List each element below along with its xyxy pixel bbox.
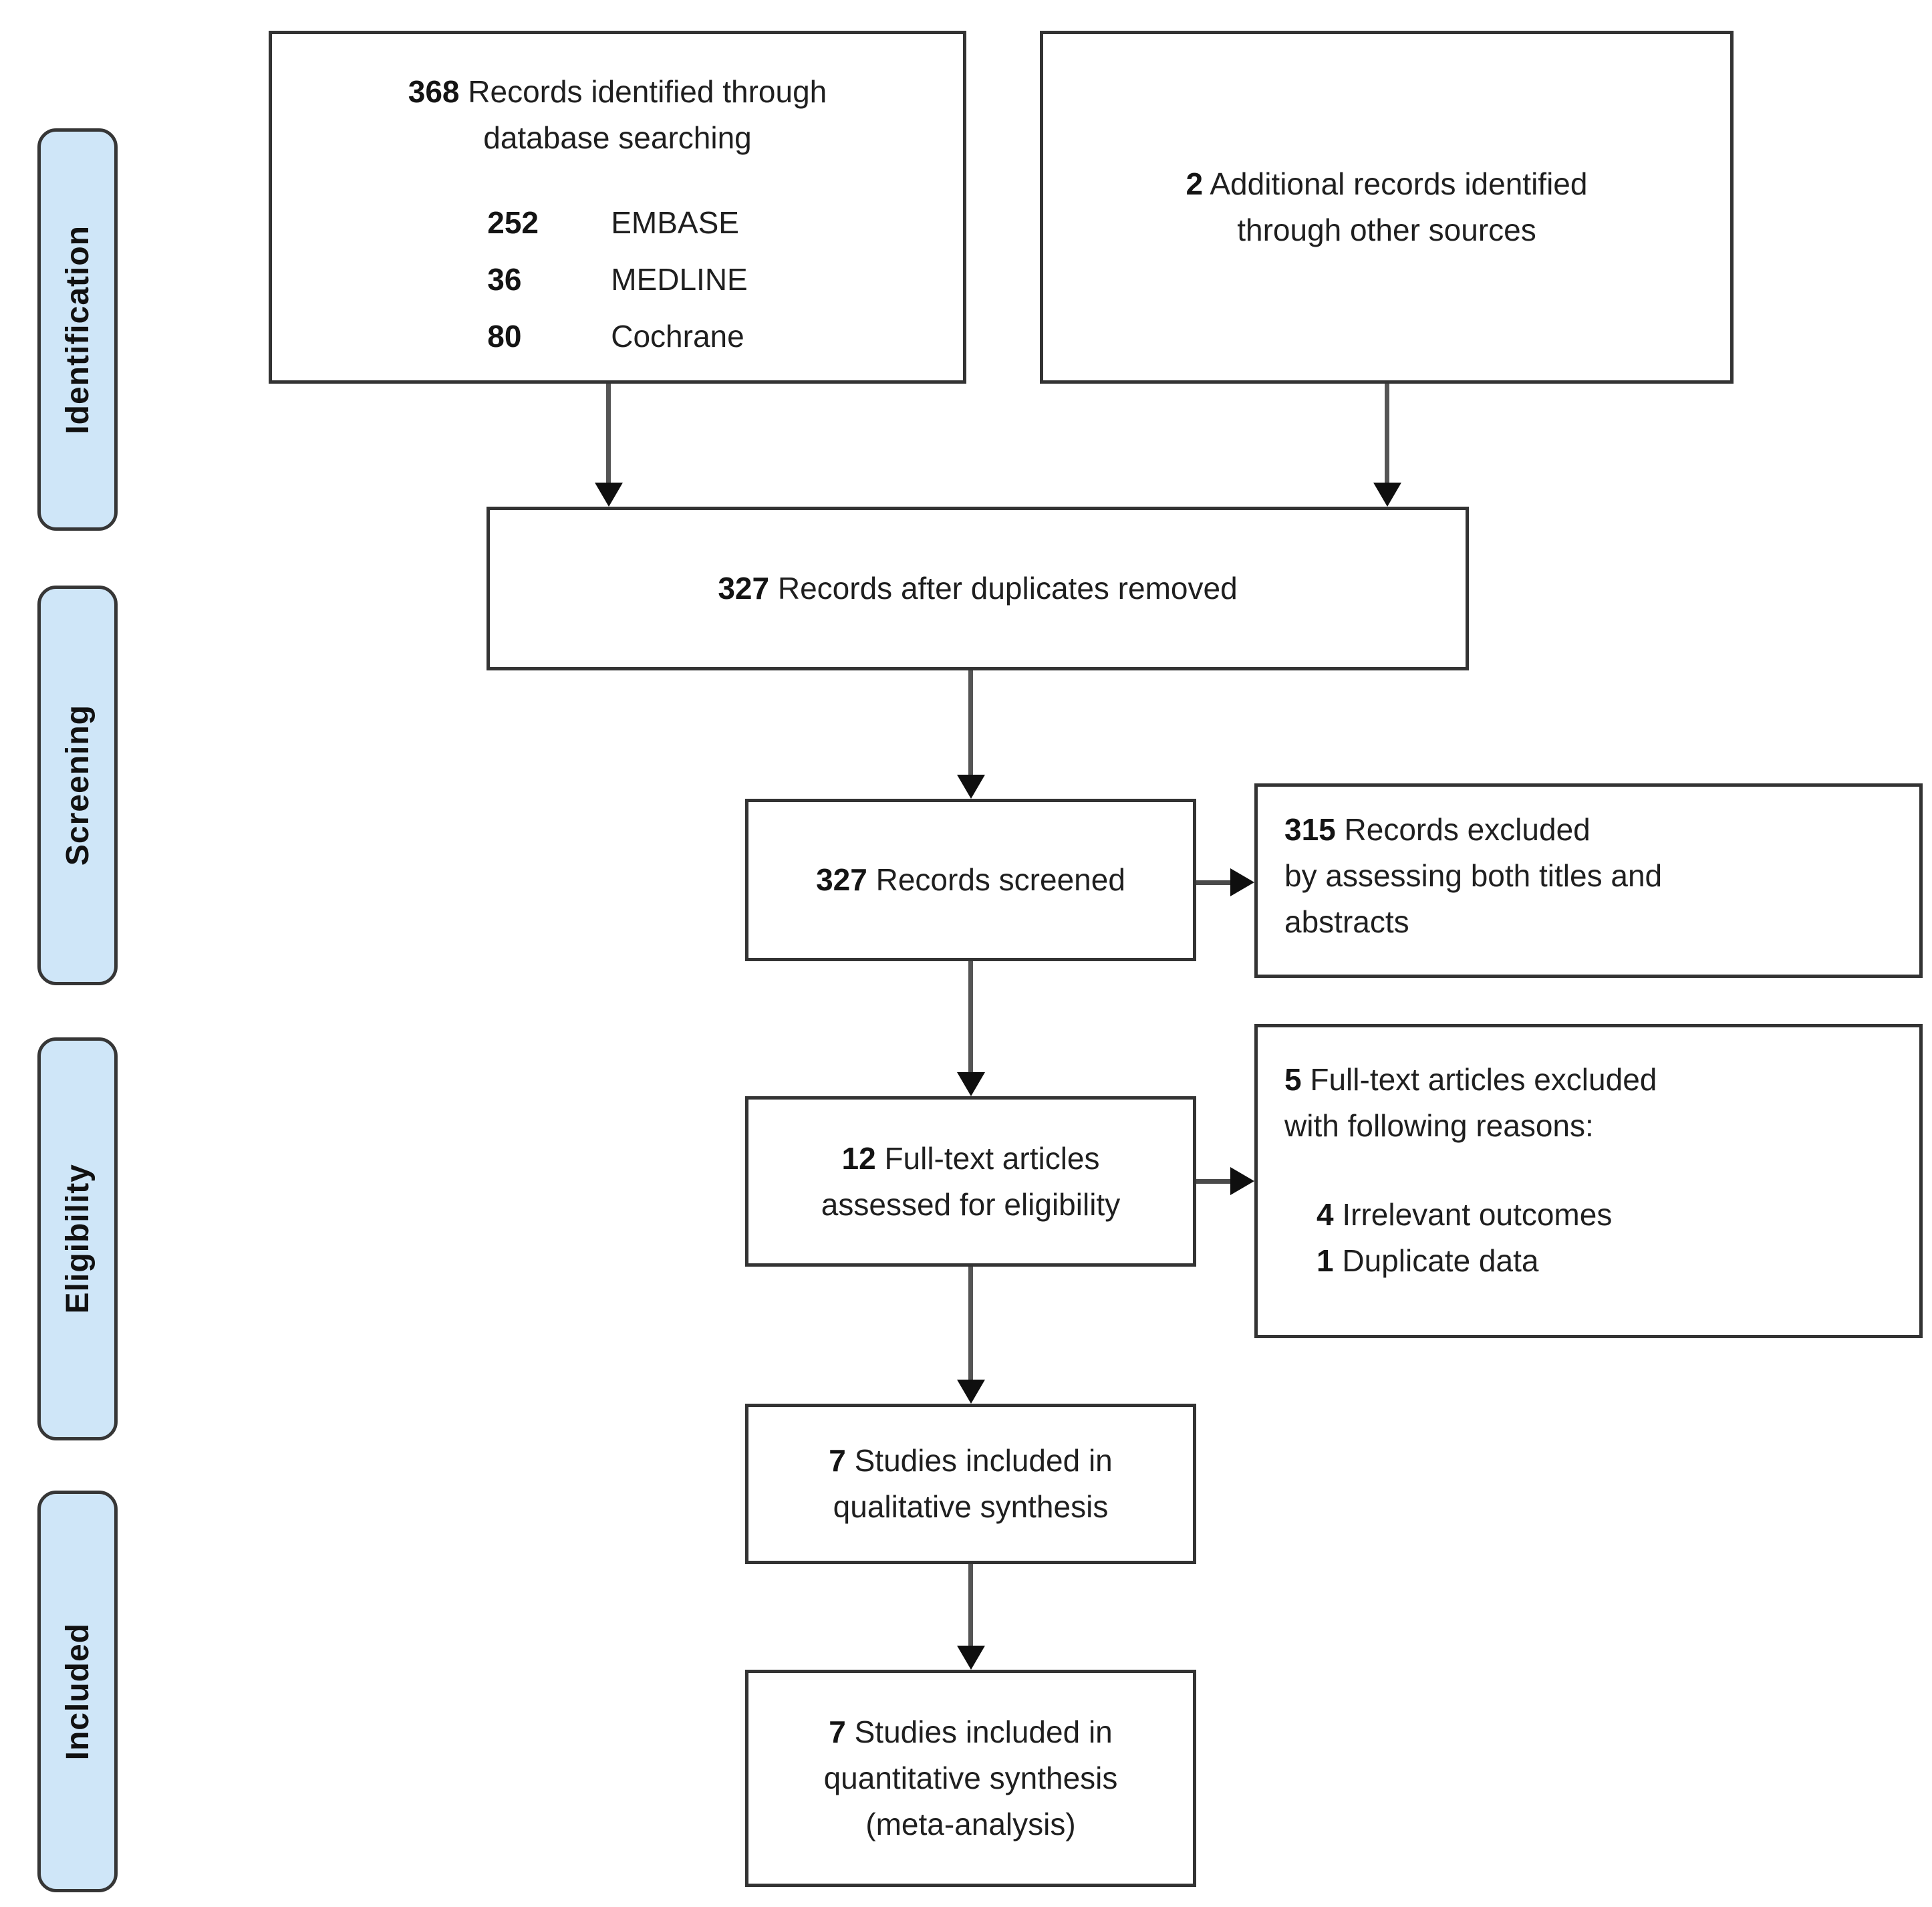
record-count: 315 xyxy=(1284,812,1336,847)
box-qualitative-synthesis: 7 Studies included in qualitative synthe… xyxy=(745,1404,1196,1564)
stage-pill-included: Included xyxy=(37,1491,118,1892)
arrow-screened-to-fulltext-head xyxy=(957,1072,985,1096)
box-additional-records: 2 Additional records identified through … xyxy=(1040,31,1734,384)
box-records-identified: 368 Records identified through database … xyxy=(269,31,966,384)
stage-pill-screening: Screening xyxy=(37,586,118,985)
box-records-screened: 327 Records screened xyxy=(745,799,1196,961)
stage-label-screening: Screening xyxy=(59,705,96,866)
source-name: EMBASE xyxy=(611,205,739,240)
arrow-duplicates-to-screened-shaft xyxy=(968,670,973,775)
record-count: 327 xyxy=(718,571,770,606)
record-count: 7 xyxy=(829,1443,846,1478)
box-records-after-duplicates: 327 Records after duplicates removed xyxy=(487,507,1469,670)
arrow-duplicates-to-screened-head xyxy=(957,775,985,799)
source-count: 252 xyxy=(487,205,539,240)
arrow-fulltext-to-qualitative-head xyxy=(957,1380,985,1404)
box-quantitative-synthesis: 7 Studies included in quantitative synth… xyxy=(745,1670,1196,1887)
database-source-list: 252 EMBASE 36 MEDLINE 80 Cochrane xyxy=(487,200,747,360)
arrow-screened-to-fulltext-shaft xyxy=(968,961,973,1072)
exclusion-reason-list: 4 Irrelevant outcomes 1 Duplicate data xyxy=(1284,1192,1901,1284)
arrow-qualitative-to-quantitative-head xyxy=(957,1646,985,1670)
box-records-excluded: 315 Records excluded by assessing both t… xyxy=(1254,783,1923,978)
box-heading-line2: database searching xyxy=(483,120,752,155)
record-count: 2 xyxy=(1186,166,1204,201)
arrow-additional-to-duplicates-shaft xyxy=(1385,384,1389,483)
stage-label-eligibility: Eligibility xyxy=(59,1164,96,1314)
arrow-screened-to-excluded-head xyxy=(1230,868,1254,896)
arrow-fulltext-to-qualitative-shaft xyxy=(968,1267,973,1380)
stage-pill-eligibility: Eligibility xyxy=(37,1037,118,1440)
source-count: 80 xyxy=(487,319,522,354)
exclusion-reason: 4 Irrelevant outcomes xyxy=(1317,1197,1613,1232)
box-fulltext-excluded: 5 Full-text articles excluded with follo… xyxy=(1254,1024,1923,1338)
arrow-identified-to-duplicates-head xyxy=(595,483,623,507)
arrow-fulltext-to-excluded-head xyxy=(1230,1167,1254,1195)
stage-label-identification: Identification xyxy=(59,225,96,434)
source-name: MEDLINE xyxy=(611,262,748,297)
record-count: 368 xyxy=(408,74,460,109)
source-name: Cochrane xyxy=(611,319,744,354)
record-count: 5 xyxy=(1284,1062,1302,1097)
stage-label-included: Included xyxy=(59,1622,96,1761)
arrow-fulltext-to-excluded-shaft xyxy=(1196,1179,1230,1184)
source-count: 36 xyxy=(487,262,522,297)
record-count: 12 xyxy=(841,1140,876,1176)
stage-pill-identification: Identification xyxy=(37,128,118,531)
box-fulltext-assessed: 12 Full-text articles assessed for eligi… xyxy=(745,1096,1196,1267)
record-count: 7 xyxy=(829,1714,846,1749)
record-count: 327 xyxy=(816,862,867,897)
arrow-screened-to-excluded-shaft xyxy=(1196,880,1230,885)
arrow-qualitative-to-quantitative-shaft xyxy=(968,1564,973,1646)
arrow-additional-to-duplicates-head xyxy=(1373,483,1401,507)
exclusion-reason: 1 Duplicate data xyxy=(1317,1243,1539,1278)
box-heading: 368 Records identified through xyxy=(408,74,827,109)
arrow-identified-to-duplicates-shaft xyxy=(606,384,611,483)
